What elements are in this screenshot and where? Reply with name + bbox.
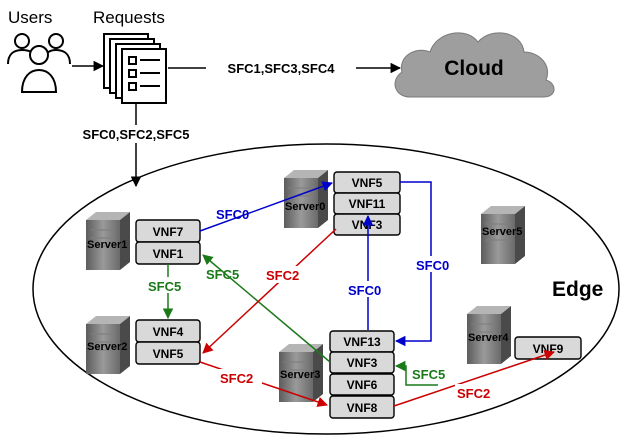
vnf-server3-2: VNF6 <box>329 373 395 396</box>
server-3: Server3 <box>278 343 324 403</box>
server-5: Server5 <box>480 205 526 265</box>
svg-text:VNF1: VNF1 <box>153 247 184 261</box>
requests-label: Requests <box>93 8 165 27</box>
edge-label: Edge <box>552 278 603 301</box>
sfc5-label-right: SFC5 <box>412 367 445 382</box>
server-label: Server0 <box>285 201 325 213</box>
server-label: Server3 <box>280 369 320 381</box>
svg-text:VNF11: VNF11 <box>349 197 386 211</box>
svg-text:VNF3: VNF3 <box>347 356 378 370</box>
sfc2-label-right: SFC2 <box>457 386 490 401</box>
svg-text:VNF5: VNF5 <box>153 347 184 361</box>
vnf-server2-0: VNF4 <box>135 319 201 343</box>
requests-icon <box>103 33 167 104</box>
svg-text:VNF8: VNF8 <box>347 401 378 415</box>
server-label: Server4 <box>468 332 509 344</box>
sfc0-label-mid: SFC0 <box>348 283 381 298</box>
cloud-icon <box>394 32 555 98</box>
sfc2-label-bottom: SFC2 <box>220 371 253 386</box>
users-label: Users <box>8 8 52 27</box>
vnf-server4-0: VNF9 <box>514 336 582 360</box>
server-4: Server4 <box>466 305 512 365</box>
sfc2-label-cross: SFC2 <box>266 268 299 283</box>
svg-text:VNF9: VNF9 <box>533 342 564 356</box>
sfc0-label-right: SFC0 <box>416 258 449 273</box>
vnf-server3-3: VNF8 <box>329 395 395 419</box>
vnf-server0-0: VNF5 <box>333 171 401 194</box>
vnf-server1-1: VNF1 <box>135 241 201 265</box>
users-icon <box>7 33 71 93</box>
vnf-server3-0: VNF13 <box>329 330 395 353</box>
sfc5-label-left: SFC5 <box>148 279 181 294</box>
svg-text:VNF3: VNF3 <box>352 218 383 232</box>
vnf-server0-2: VNF3 <box>333 213 401 236</box>
svg-text:VNF7: VNF7 <box>153 225 184 239</box>
server-0: Server0 <box>283 169 329 229</box>
server-2: Server2 <box>85 315 131 375</box>
sfc5-label-cross: SFC5 <box>206 267 239 282</box>
vnf-server1-0: VNF7 <box>135 219 201 243</box>
vnf-server3-1: VNF3 <box>329 351 395 374</box>
to-edge-label: SFC0,SFC2,SFC5 <box>83 127 190 142</box>
sfc0-label-top: SFC0 <box>216 207 249 222</box>
server-icon <box>283 169 329 229</box>
server-1: Server1 <box>85 211 131 271</box>
svg-text:VNF5: VNF5 <box>352 176 383 190</box>
to-cloud-label: SFC1,SFC3,SFC4 <box>228 61 336 76</box>
svg-text:VNF6: VNF6 <box>347 378 378 392</box>
svg-text:VNF13: VNF13 <box>343 335 381 349</box>
vnf-server0-1: VNF11 <box>333 192 401 215</box>
vnf-server2-1: VNF5 <box>135 341 201 365</box>
server-label: Server5 <box>482 226 522 238</box>
server-label: Server2 <box>87 341 127 353</box>
server-label: Server1 <box>87 239 127 251</box>
cloud-label: Cloud <box>444 57 503 80</box>
svg-text:VNF4: VNF4 <box>153 325 184 339</box>
